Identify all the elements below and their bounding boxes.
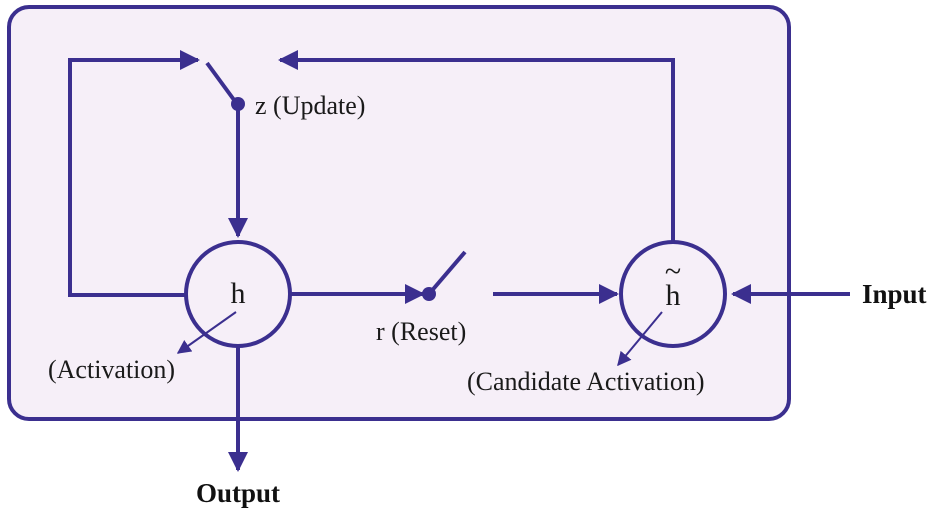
candidate-feedback-line [278,50,675,243]
input-label: Input [862,279,927,309]
update-gate-label: z (Update) [255,91,365,120]
activation-pointer-arrow [176,311,237,354]
candidate-node [619,240,727,348]
output-label: Output [196,478,280,508]
activation-symbol: h [231,277,246,310]
candidate-pointer-arrow [617,311,663,367]
reset-switch-arm [427,250,467,296]
candidate-tilde: ~ [665,255,681,288]
update-feedback-line [68,50,200,297]
update-switch-arm [205,61,239,106]
candidate-label: (Candidate Activation) [467,367,705,396]
reset-gate-label: r (Reset) [376,317,466,346]
activation-label: (Activation) [48,355,175,384]
candidate-symbol: h [666,279,681,312]
